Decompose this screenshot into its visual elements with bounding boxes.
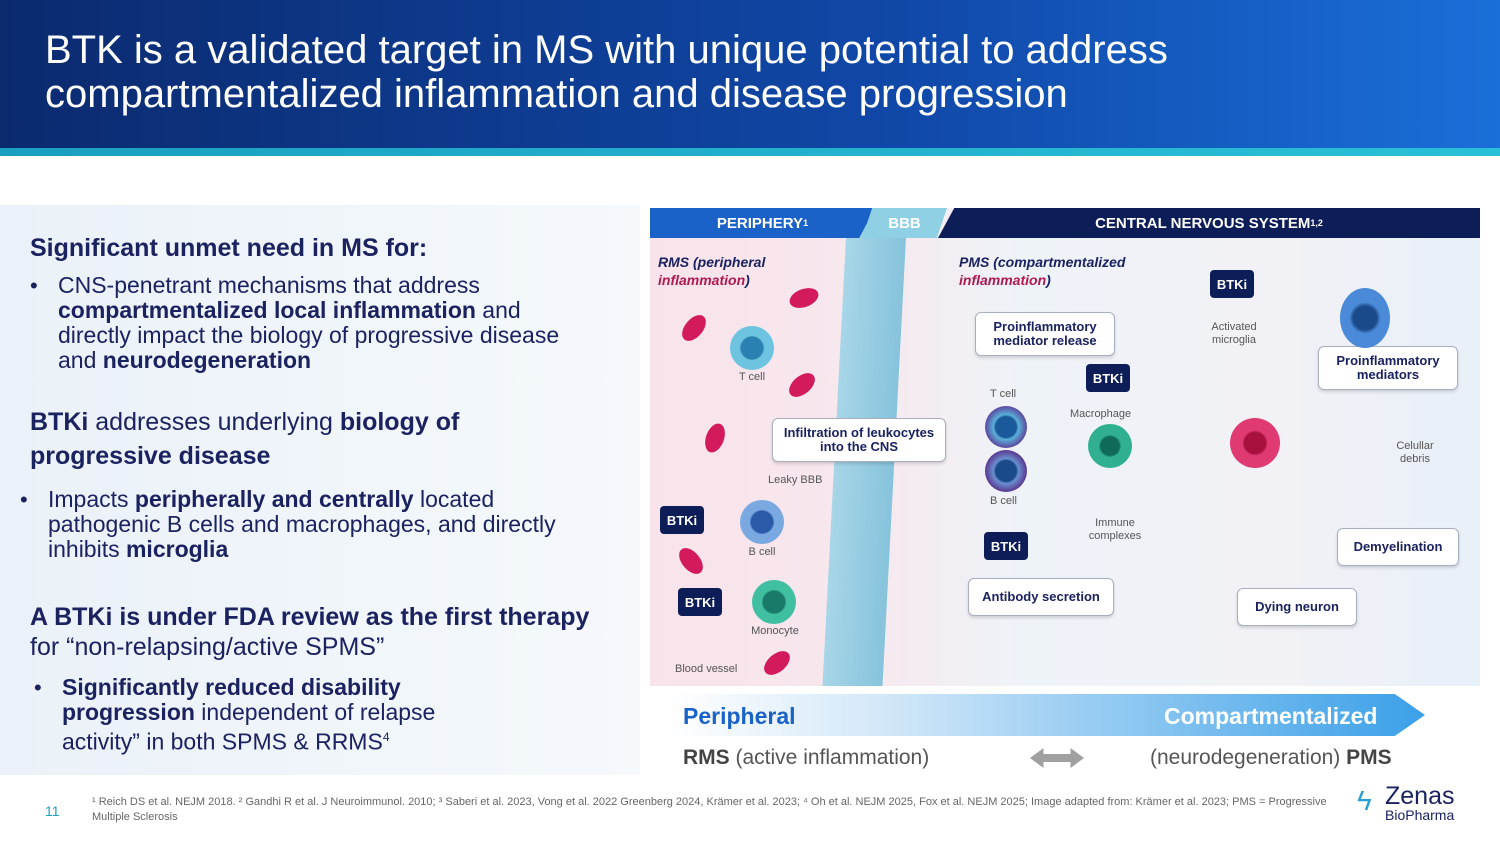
text: and directly impact the biology of progr… — [58, 297, 560, 373]
monocyte-label: Monocyte — [751, 625, 799, 637]
macrophage — [1088, 424, 1132, 468]
red-blood-cell — [677, 310, 711, 346]
btki-heading: BTKi addresses underlying biology of pro… — [30, 405, 590, 473]
text-bold: peripherally and centrally — [134, 486, 414, 512]
double-arrow-icon — [1030, 748, 1084, 768]
text: RMS (peripheral — [658, 254, 766, 270]
antibody-secretion-box: Antibody secretion — [968, 578, 1114, 616]
dying-neuron-box: Dying neuron — [1237, 588, 1357, 626]
red-blood-cell — [786, 284, 822, 312]
monocyte — [752, 580, 796, 624]
page-number: 11 — [45, 803, 60, 819]
peripheral-label: Peripheral — [683, 703, 796, 729]
activated-microglia-label: Activated microglia — [1211, 321, 1257, 346]
rms-spectrum-label: RMS (active inflammation) — [683, 746, 929, 770]
cellular-debris-label: Celullar debris — [1396, 440, 1434, 465]
left-panel: Significant unmet need in MS for: • CNS-… — [0, 205, 640, 775]
text: inflammation — [658, 272, 746, 288]
text: located pathogenic B cells and macrophag… — [48, 486, 556, 562]
band-label: BBB — [888, 214, 921, 232]
t-cell-cns — [985, 406, 1027, 448]
activated-microglia — [1230, 418, 1280, 468]
band-label: PERIPHERY — [716, 214, 804, 232]
infiltration-box: Infiltration of leukocytes into the CNS — [772, 418, 946, 462]
red-blood-cell — [759, 646, 795, 680]
red-blood-cell — [784, 368, 820, 402]
b-cell — [740, 500, 784, 544]
bbb-band: BBB — [862, 208, 947, 238]
zenas-logo: ϟ Zenas BioPharma — [1355, 782, 1475, 826]
btki-badge: BTKi — [660, 506, 704, 534]
btki-badge: BTKi — [678, 588, 722, 616]
fda-subheading: for “non-relapsing/active SPMS” — [30, 633, 385, 661]
b-cell-cns-label: B cell — [990, 495, 1017, 507]
superscript: 1 — [803, 218, 809, 228]
fda-text: Significantly reduced disability progres… — [62, 675, 502, 755]
header-banner: BTK is a validated target in MS with uni… — [0, 0, 1500, 148]
text: CNS-penetrant mechanisms that address — [58, 272, 480, 298]
text-bold: PMS — [1346, 746, 1392, 769]
t-cell-cns-label: T cell — [990, 388, 1017, 400]
text-bold: microglia — [125, 536, 229, 562]
blood-vessel-label: Blood vessel — [675, 663, 738, 675]
accent-stripe — [0, 148, 1500, 156]
text: PMS (compartmentalized — [959, 254, 1126, 270]
btki-text: Impacts peripherally and centrally locat… — [48, 487, 568, 562]
pms-spectrum-label: (neurodegeneration) PMS — [1150, 746, 1392, 770]
text: independent of relapse activity” in both… — [62, 699, 436, 755]
lightning-icon: ϟ — [1357, 785, 1372, 816]
b-cell-cns — [985, 450, 1027, 492]
text-bold: neurodegeneration — [102, 347, 312, 373]
text: ) — [1046, 272, 1051, 288]
demyelination-box: Demyelination — [1337, 528, 1459, 566]
superscript: 4 — [382, 730, 390, 744]
footnotes: ¹ Reich DS et al. NEJM 2018. ² Gandhi R … — [92, 796, 1327, 823]
red-blood-cell — [674, 543, 708, 579]
unmet-need-text: CNS-penetrant mechanisms that address co… — [58, 273, 578, 373]
bullet: • — [34, 675, 42, 700]
unmet-need-heading: Significant unmet need in MS for: — [30, 234, 428, 262]
red-blood-cell — [701, 420, 729, 456]
logo-sub: BioPharma — [1385, 807, 1455, 823]
text: addresses underlying — [88, 408, 340, 436]
btki-badge: BTKi — [984, 532, 1028, 560]
spectrum-arrow — [670, 694, 1425, 736]
superscript: 1,2 — [1310, 218, 1323, 228]
text-bold: compartmentalized local inflammation — [58, 297, 476, 323]
proinflammatory-mediators-box: Proinflammatory mediators — [1318, 346, 1458, 390]
logo-name: Zenas — [1385, 782, 1455, 810]
leaky-bbb-label: Leaky BBB — [768, 474, 823, 486]
t-cell-label: T cell — [738, 371, 766, 383]
text: (active inflammation) — [729, 746, 930, 769]
immune-complexes-label: Immune complexes — [1088, 517, 1142, 542]
b-cell-label: B cell — [748, 546, 776, 558]
text: inflammation — [959, 272, 1047, 288]
text-bold: RMS — [683, 746, 730, 769]
bullet: • — [20, 487, 28, 512]
text-bold: biology of progressive disease — [30, 408, 460, 470]
slide-title: BTK is a validated target in MS with uni… — [45, 28, 1168, 116]
fda-heading: A BTKi is under FDA review as the first … — [30, 603, 590, 631]
t-cell — [730, 326, 774, 370]
proinflammatory-release-box: Proinflammatory mediator release — [975, 312, 1115, 356]
neuron — [1340, 288, 1390, 348]
macrophage-label: Macrophage — [1070, 408, 1132, 420]
text-bold: Significantly reduced disability progres… — [62, 674, 401, 725]
text: Impacts — [48, 486, 135, 512]
btki-badge: BTKi — [1086, 364, 1130, 392]
btki-badge: BTKi — [1210, 270, 1254, 298]
pms-label: PMS (compartmentalized inflammation) — [959, 253, 1125, 289]
bullet: • — [30, 273, 38, 298]
text-bold: BTKi — [30, 408, 89, 436]
text: (neurodegeneration) — [1150, 746, 1347, 769]
compartmentalized-label: Compartmentalized — [1164, 703, 1378, 729]
band-label: CENTRAL NERVOUS SYSTEM — [1095, 214, 1311, 232]
